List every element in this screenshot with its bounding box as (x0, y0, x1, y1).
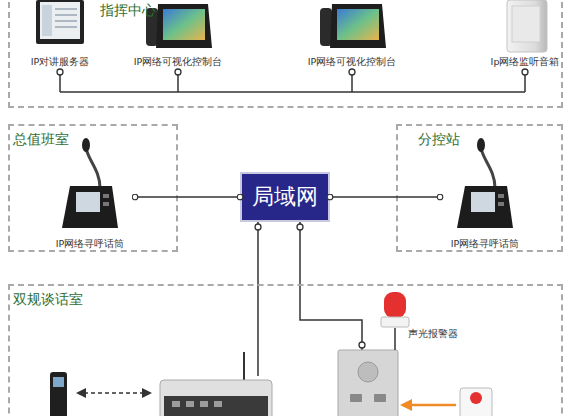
bus-line (60, 91, 525, 93)
network-wire (257, 222, 259, 376)
mic-key (498, 202, 504, 206)
handheld-screen (53, 377, 64, 387)
hub-label: 局域网 (252, 182, 318, 212)
router-port (214, 401, 222, 407)
mic-base (62, 186, 118, 228)
console-screen (337, 9, 379, 40)
signal-arrow (410, 404, 456, 407)
server-ui-line (55, 8, 77, 10)
mic-screen (76, 192, 100, 212)
group-title: 指挥中心 (100, 2, 156, 19)
group-box: 总值班室 IP网络寻呼话筒 (8, 124, 178, 252)
port-dot (57, 69, 63, 75)
alarm-base (381, 317, 409, 327)
device-node: IP网络寻呼话筒 (440, 140, 530, 250)
device-node: 声光报警器 (402, 324, 464, 340)
device-label: IP网络寻呼话筒 (440, 238, 530, 250)
panel-grille (358, 362, 378, 382)
mic-key (103, 194, 109, 198)
mic-gooseneck (86, 148, 100, 188)
mic-head (477, 138, 485, 152)
router-antenna (243, 352, 245, 382)
port-dot (522, 69, 528, 75)
server-body (36, 0, 84, 44)
console-body (156, 4, 212, 48)
console-screen (163, 9, 205, 40)
network-wire (300, 222, 362, 350)
network-hub: 局域网 (240, 172, 330, 222)
port-dot (297, 224, 303, 230)
emergency-button (460, 388, 492, 416)
mic-key (498, 194, 504, 198)
device-node: Ip网络监听音箱 (485, 0, 565, 68)
device-node: IP对讲服务器 (20, 0, 100, 68)
device-label: IP网络可视化控制台 (302, 56, 402, 68)
mic-base (457, 186, 513, 228)
button-cap (470, 392, 482, 404)
panel-button (350, 394, 362, 402)
arrow-head (142, 388, 152, 398)
handheld-device (50, 372, 67, 416)
device-node: IP网络可视化控制台 (302, 0, 402, 68)
device-label: IP网络可视化控制台 (128, 56, 228, 68)
device-label: IP网络寻呼话筒 (45, 238, 135, 250)
network-connector (330, 196, 440, 198)
console-body (330, 4, 386, 48)
arrow-head (76, 388, 86, 398)
router-port (172, 401, 180, 407)
server-screen (40, 2, 80, 39)
alarm-lamp (384, 292, 406, 318)
group-title: 分控站 (418, 131, 460, 148)
intercom-panel (338, 350, 398, 416)
network-connector (135, 196, 240, 198)
group-box: 分控站 IP网络寻呼话筒 (396, 124, 563, 252)
mic-head (82, 138, 90, 152)
server-ui-line (55, 26, 77, 28)
speaker-body (507, 0, 547, 52)
device-node: IP网络可视化控制台 (128, 0, 228, 68)
group-title: 双规谈话室 (13, 291, 83, 308)
port-dot (255, 224, 261, 230)
server-panel (42, 5, 52, 36)
port-dot (175, 69, 181, 75)
server-ui-line (55, 20, 77, 22)
mic-key (103, 202, 109, 206)
group-box: 指挥中心 IP对讲服务器 IP网络可视化控制台 IP网络可视化控制台 Ip网络监听音箱 (8, 0, 563, 108)
device-label: IP对讲服务器 (20, 56, 100, 68)
router-port (200, 401, 208, 407)
panel-button (374, 394, 386, 402)
arrow-head (400, 399, 412, 411)
port-dot (349, 69, 355, 75)
server-ui-line (55, 14, 77, 16)
mic-screen (471, 192, 495, 212)
device-label: Ip网络监听音箱 (485, 56, 565, 68)
speaker-grille (512, 6, 540, 42)
mic-gooseneck (481, 148, 495, 188)
group-box: 双规谈话室声光报警器 (8, 284, 563, 416)
device-label: 声光报警器 (402, 328, 464, 340)
console-handset (320, 8, 332, 46)
wireless-link (84, 392, 144, 394)
alarm-wire (394, 328, 396, 350)
port-dot (359, 342, 365, 348)
router-body (160, 380, 272, 416)
device-node: IP网络寻呼话筒 (45, 140, 135, 250)
router-port (186, 401, 194, 407)
router-front (164, 396, 268, 416)
group-title: 总值班室 (13, 131, 69, 148)
